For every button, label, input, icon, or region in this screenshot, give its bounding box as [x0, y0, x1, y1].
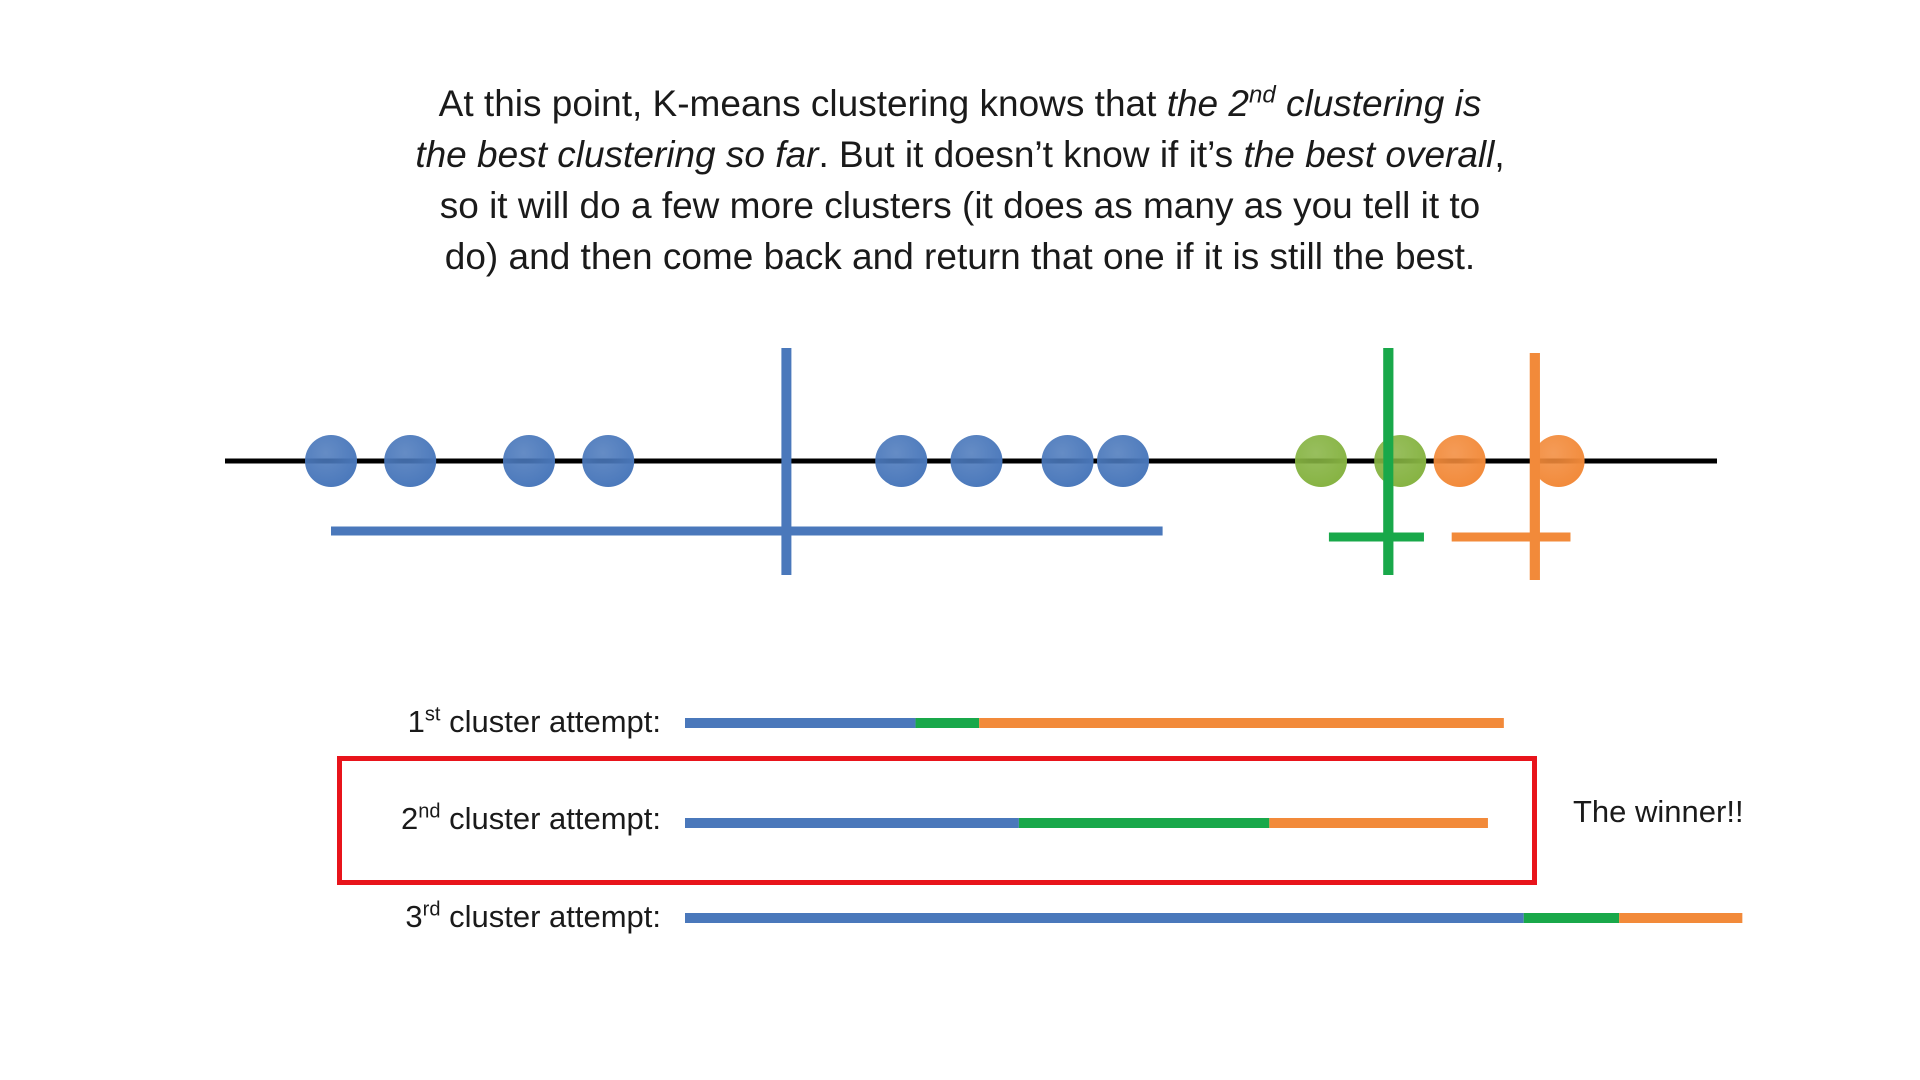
- attempt-2-segment-green: [1018, 818, 1270, 828]
- caption-part-1: At this point, K-means clustering knows …: [438, 83, 1167, 124]
- attempt-bars-group: [685, 718, 1743, 923]
- attempt-ordinal-suffix: nd: [418, 800, 441, 823]
- data-point-5: [875, 435, 928, 487]
- caption-part-6: , so it will do a few more clusters (it …: [439, 134, 1505, 277]
- attempt-ordinal: 2: [400, 801, 419, 836]
- attempt-label-1: 1st cluster attempt:: [408, 704, 661, 740]
- attempt-label-text: cluster attempt:: [440, 801, 661, 836]
- data-point-8: [1097, 435, 1149, 487]
- attempt-ordinal: 3: [405, 899, 423, 934]
- attempt-label-text: cluster attempt:: [440, 704, 661, 739]
- attempt-3-segment-green: [1523, 913, 1620, 923]
- caption-superscript: nd: [1249, 82, 1276, 109]
- caption-part-3: clustering is the best clustering so far: [415, 83, 1482, 175]
- attempt-2-segment-orange: [1269, 818, 1488, 828]
- data-point-1: [305, 435, 357, 487]
- attempt-label-text: cluster attempt:: [440, 899, 661, 934]
- attempt-label-3: 3rd cluster attempt:: [405, 899, 661, 935]
- data-point-9: [1295, 435, 1347, 487]
- data-point-4: [582, 435, 635, 487]
- slide-caption: At this point, K-means clustering knows …: [410, 78, 1510, 282]
- caption-part-2: the 2: [1166, 83, 1249, 124]
- attempt-1-segment-blue: [685, 718, 916, 728]
- number-line-group: [225, 348, 1717, 580]
- winner-label: The winner!!: [1573, 794, 1744, 829]
- attempt-2-segment-blue: [685, 818, 1019, 828]
- attempt-3-segment-blue: [685, 913, 1524, 923]
- caption-superscript-text: nd: [1248, 81, 1276, 109]
- attempt-ordinal-suffix: st: [424, 703, 441, 726]
- caption-part-5: the best overall: [1243, 134, 1495, 175]
- data-point-7: [1041, 435, 1094, 487]
- attempt-1-segment-green: [915, 718, 980, 728]
- data-point-3: [503, 435, 555, 487]
- attempt-3-segment-orange: [1619, 913, 1743, 923]
- winner-highlight-box: [337, 756, 1537, 885]
- data-point-12: [1532, 435, 1585, 487]
- data-point-2: [384, 435, 437, 487]
- data-point-10: [1374, 435, 1427, 487]
- caption-part-4: . But it doesn’t know if it’s: [818, 134, 1244, 175]
- attempt-1-segment-orange: [979, 718, 1504, 728]
- attempt-ordinal-suffix: rd: [422, 898, 441, 921]
- attempt-ordinal: 1: [407, 704, 425, 739]
- attempt-label-2: 2nd cluster attempt:: [401, 801, 661, 837]
- data-point-6: [950, 435, 1003, 487]
- data-point-11: [1433, 435, 1486, 487]
